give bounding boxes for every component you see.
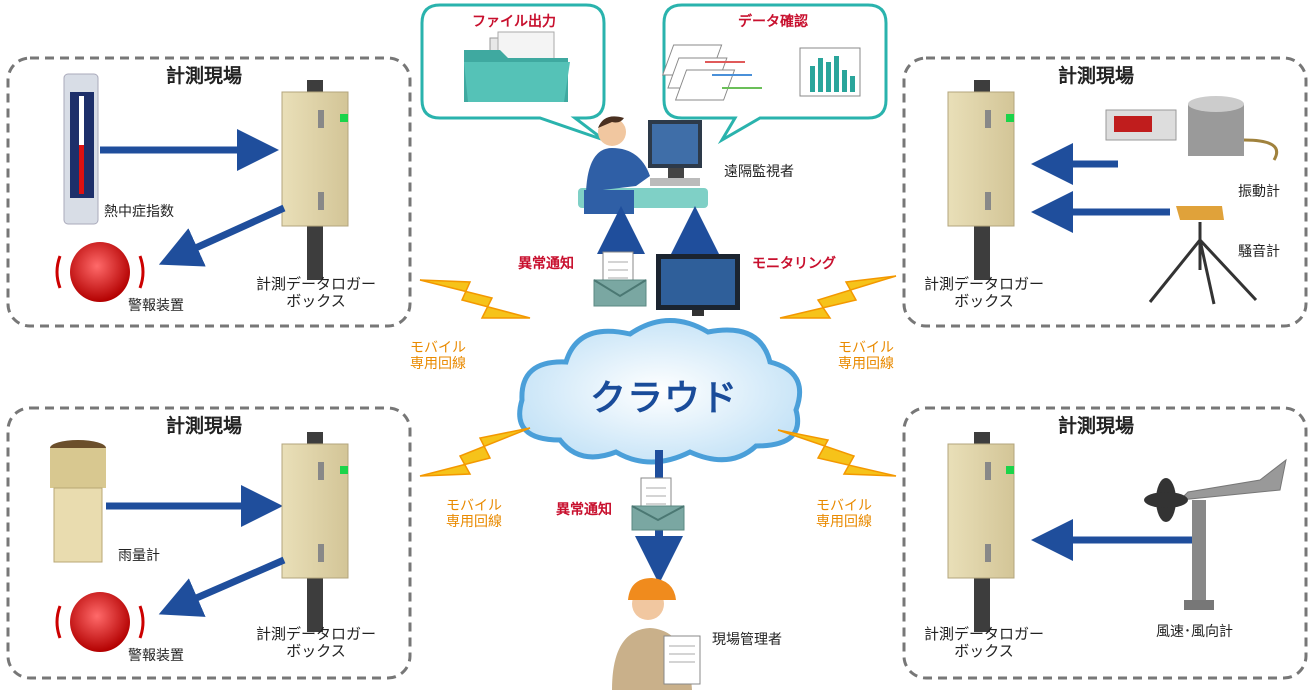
abnormal-mail-icon-top — [593, 251, 647, 307]
logger-label-bottom-right: 計測データロガー ボックス — [914, 625, 1054, 661]
site-manager-person-icon — [612, 578, 701, 690]
vibration-label: 振動計 — [1238, 184, 1280, 200]
site-frame-top-right — [902, 56, 1308, 328]
abnormal-notice-top-label: 異常通知 — [518, 256, 574, 272]
alarm-icon-bottom-left — [55, 592, 145, 652]
lightning-top-right — [779, 275, 897, 319]
link-mobile: モバイル — [838, 340, 894, 356]
site-title-top-left: 計測現場 — [166, 65, 243, 87]
bar-chart-icon — [799, 47, 861, 97]
site-manager-label: 現場管理者 — [712, 632, 782, 648]
rain-gauge-icon — [50, 440, 106, 563]
logger-label-bottom-left: 計測データロガー ボックス — [246, 625, 386, 661]
site-title-bottom-left: 計測現場 — [166, 415, 243, 437]
site-title-bottom-right: 計測現場 — [1058, 415, 1135, 437]
remote-monitor-label: 遠隔監視者 — [724, 164, 794, 180]
abnormal-mail-icon-bottom — [631, 477, 685, 531]
site-frame-bottom-right — [902, 406, 1308, 680]
logger-label-top-right: 計測データロガー ボックス — [914, 275, 1054, 311]
link-dedicated: 専用回線 — [446, 514, 502, 531]
alarm-label-bottom-left: 警報装置 — [128, 648, 184, 664]
site-frame-top-left — [6, 56, 412, 328]
lightning-bottom-right — [777, 429, 897, 477]
site-frame-bottom-left — [6, 406, 412, 680]
link-label-bottom-right: モバイル 専用回線 — [808, 498, 880, 530]
bubble-data-check — [662, 3, 888, 145]
arrow-box-to-alarm-tl — [158, 204, 286, 267]
anemometer-label: 風速･風向計 — [1156, 624, 1233, 640]
logger-box-top-left — [281, 80, 349, 280]
monitoring-display-icon — [656, 254, 740, 316]
wbgt-label: 熱中症指数 — [104, 204, 174, 220]
logger-box-top-right — [947, 80, 1015, 280]
wbgt-meter-icon — [63, 73, 99, 225]
documents-icon — [662, 44, 762, 101]
logger-box-bottom-left — [281, 432, 349, 632]
cloud-shape — [517, 318, 803, 465]
link-label-bottom-left: モバイル 専用回線 — [438, 498, 510, 530]
lightning-bottom-left — [419, 427, 531, 477]
link-dedicated: 専用回線 — [838, 356, 894, 373]
cloud-label: クラウド — [590, 378, 739, 419]
link-dedicated: 専用回線 — [816, 514, 872, 531]
link-mobile: モバイル — [816, 498, 872, 514]
folder-icon — [464, 31, 570, 102]
remote-monitor-person-icon — [578, 116, 708, 214]
monitoring-label: モニタリング — [752, 256, 836, 272]
logger-label-line2: ボックス — [286, 642, 346, 661]
logger-label-line2: ボックス — [954, 292, 1014, 311]
alarm-icon-top-left — [55, 242, 145, 302]
sound-label: 騒音計 — [1238, 244, 1280, 260]
arrow-box-to-alarm-bl — [158, 556, 286, 617]
logger-label-line1: 計測データロガー — [923, 275, 1044, 293]
logger-label-line2: ボックス — [286, 292, 346, 311]
logger-label-line2: ボックス — [954, 642, 1014, 661]
logger-label-line1: 計測データロガー — [255, 275, 376, 293]
link-dedicated: 専用回線 — [410, 356, 466, 373]
abnormal-notice-bottom-label: 異常通知 — [556, 502, 612, 518]
bubble-data-check-title: データ確認 — [738, 14, 808, 30]
site-title-top-right: 計測現場 — [1058, 65, 1135, 87]
sound-meter-icon — [1148, 206, 1258, 305]
link-mobile: モバイル — [410, 340, 466, 356]
link-label-top-left: モバイル 専用回線 — [402, 340, 474, 372]
logger-label-line1: 計測データロガー — [923, 625, 1044, 643]
bubble-file-output-title: ファイル出力 — [472, 14, 556, 30]
rain-gauge-label: 雨量計 — [118, 548, 160, 564]
alarm-label-top-left: 警報装置 — [128, 298, 184, 314]
lightning-top-left — [419, 279, 531, 319]
vibration-meter-icon — [1105, 96, 1279, 161]
logger-label-line1: 計測データロガー — [255, 625, 376, 643]
logger-box-bottom-right — [947, 432, 1015, 632]
logger-label-top-left: 計測データロガー ボックス — [246, 275, 386, 311]
link-mobile: モバイル — [446, 498, 502, 514]
link-label-top-right: モバイル 専用回線 — [830, 340, 902, 372]
anemometer-icon — [1144, 458, 1287, 610]
